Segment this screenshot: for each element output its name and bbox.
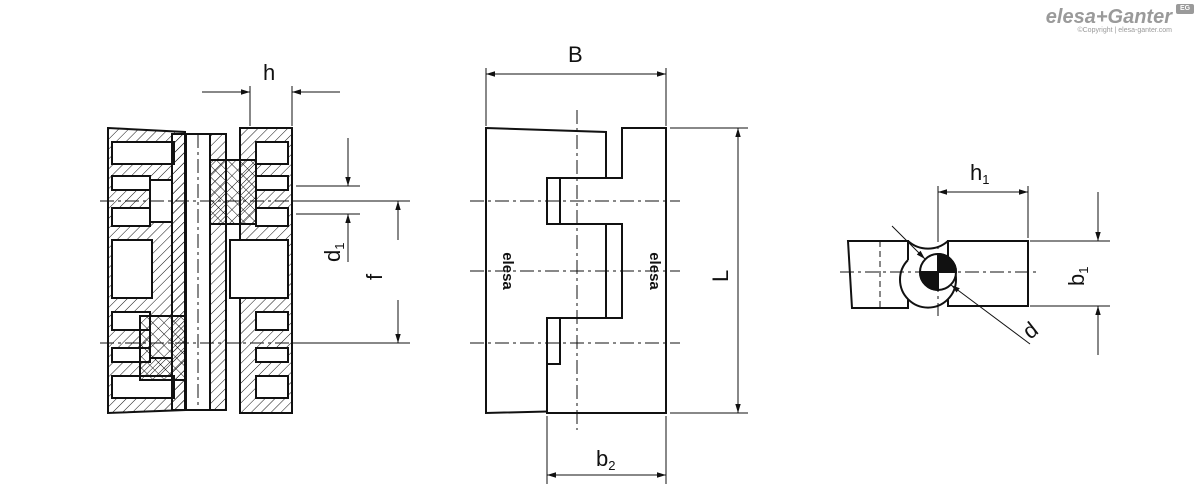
dim-h xyxy=(202,86,340,126)
dim-h-label: h xyxy=(263,60,275,85)
dim-d1 xyxy=(296,138,360,262)
dim-b2-label: b2 xyxy=(596,446,615,473)
dim-L-label: L xyxy=(708,270,733,282)
brand-copyright: ©Copyright | elesa-ganter.com xyxy=(1077,27,1172,34)
dim-L xyxy=(670,127,748,414)
dim-b1-label: b1 xyxy=(1064,267,1091,286)
logo-right: elesa xyxy=(646,252,663,290)
section-view xyxy=(100,126,300,415)
dim-h1-label: h1 xyxy=(970,160,989,187)
dim-B xyxy=(485,68,667,126)
brand-name: elesa+Ganter xyxy=(1045,6,1172,28)
eg-badge-icon: EG xyxy=(1176,4,1194,14)
dim-d xyxy=(891,225,1031,345)
front-view xyxy=(470,110,680,430)
dim-b2 xyxy=(546,416,667,484)
dim-d1-label: d1 xyxy=(320,243,347,262)
side-view xyxy=(840,228,1040,316)
dim-B-label: B xyxy=(568,42,583,67)
logo-left: elesa xyxy=(499,252,516,290)
brand-logo: elesa+Ganter ©Copyright | elesa-ganter.c… xyxy=(1045,4,1194,34)
dim-b1 xyxy=(1030,192,1110,355)
dim-h1 xyxy=(937,186,1029,238)
dim-f-label: f xyxy=(362,273,387,280)
dim-f xyxy=(296,200,410,344)
dim-d-label: d xyxy=(1018,317,1043,344)
